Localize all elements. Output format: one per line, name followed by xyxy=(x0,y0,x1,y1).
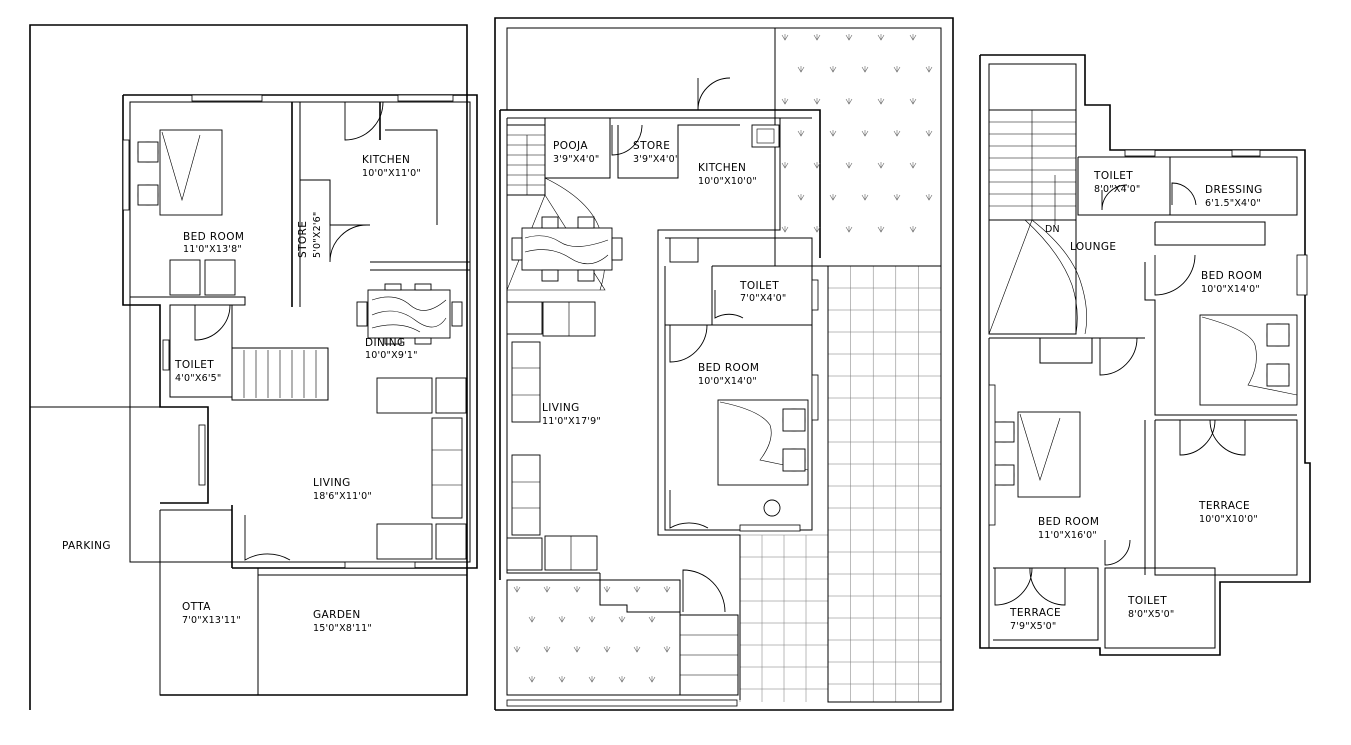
room-size: 10'0"X11'0" xyxy=(362,168,421,179)
room-label: TOILET xyxy=(1093,170,1133,182)
room-label: STORE xyxy=(633,140,670,152)
room-label: LOUNGE xyxy=(1070,241,1116,253)
room-label: DINING xyxy=(365,337,406,349)
room-size: 11'0"X13'8" xyxy=(183,244,242,255)
room-label: BED ROOM xyxy=(1201,270,1262,282)
room-size: 8'0"X5'0" xyxy=(1128,609,1174,620)
room-size: 7'0"X13'11" xyxy=(182,615,241,626)
room-size: 3'9"X4'0" xyxy=(633,154,679,165)
room-size: 8'0"X4'0" xyxy=(1094,184,1140,195)
room-size: 10'0"X14'0" xyxy=(1201,284,1260,295)
room-label: OTTA xyxy=(182,601,211,613)
plot-boundary xyxy=(29,24,468,710)
room-size: 10'0"X10'0" xyxy=(698,176,757,187)
room-label: STORE xyxy=(297,221,309,258)
room-label: LIVING xyxy=(542,402,580,414)
room-size: 7'0"X4'0" xyxy=(740,293,786,304)
room-label: BED ROOM xyxy=(1038,516,1099,528)
room-size: 7'9"X5'0" xyxy=(1010,621,1056,632)
middle-floor-plan: POOJA 3'9"X4'0" STORE 3'9"X4'0" KITCHEN … xyxy=(494,17,954,711)
room-size: 11'0"X16'0" xyxy=(1038,530,1097,541)
room-size: 10'0"X9'1" xyxy=(365,350,418,361)
ground-floor-plan: BED ROOM 11'0"X13'8" KITCHEN 10'0"X11'0"… xyxy=(29,24,478,710)
room-size: 10'0"X14'0" xyxy=(698,376,757,387)
room-size: 6'1.5"X4'0" xyxy=(1205,198,1261,209)
room-label: PARKING xyxy=(62,540,111,552)
room-label: TOILET xyxy=(1127,595,1167,607)
room-label: TOILET xyxy=(174,359,214,371)
room-label: KITCHEN xyxy=(698,162,746,174)
room-size: 5'0"X2'6" xyxy=(312,212,323,258)
room-size: 15'0"X8'11" xyxy=(313,623,372,634)
room-size: 3'9"X4'0" xyxy=(553,154,599,165)
room-label: KITCHEN xyxy=(362,154,410,166)
upper-floor-plan: TOILET 8'0"X4'0" DRESSING 6'1.5"X4'0" DN… xyxy=(979,54,1311,656)
room-size: 4'0"X6'5" xyxy=(175,373,221,384)
room-size: 11'0"X17'9" xyxy=(542,416,601,427)
room-label: TOILET xyxy=(739,280,779,292)
room-label: TERRACE xyxy=(1198,500,1250,512)
room-label: BED ROOM xyxy=(183,231,244,243)
room-label: TERRACE xyxy=(1009,607,1061,619)
room-label: LIVING xyxy=(313,477,351,489)
room-size: 10'0"X10'0" xyxy=(1199,514,1258,525)
room-label: BED ROOM xyxy=(698,362,759,374)
room-label: GARDEN xyxy=(313,609,361,621)
room-label: DRESSING xyxy=(1205,184,1263,196)
room-label: POOJA xyxy=(553,140,588,152)
stair-direction-label: DN xyxy=(1045,224,1060,235)
room-size: 18'6"X11'0" xyxy=(313,491,372,502)
